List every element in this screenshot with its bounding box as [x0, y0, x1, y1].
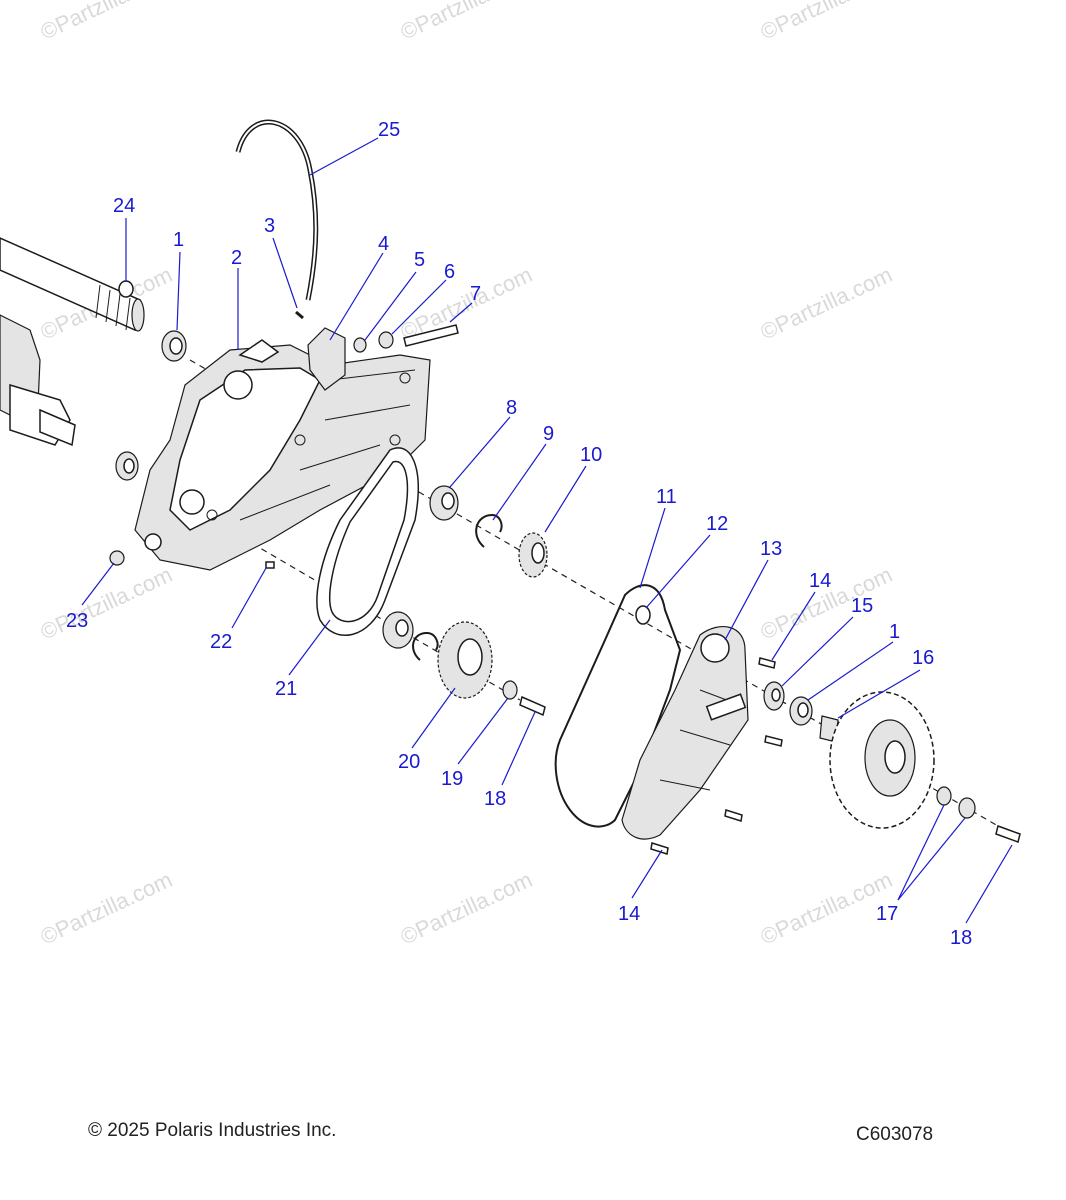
callout-17: 17: [876, 903, 898, 925]
watermark: ©Partzilla.com: [37, 867, 176, 950]
callout-25: 25: [378, 119, 400, 141]
gearcase-housing-part: [134, 339, 431, 571]
bolt-part: [650, 842, 669, 855]
diagram-code: C603078: [856, 1124, 934, 1145]
watermark: ©Partzilla.com: [37, 562, 176, 645]
callout-14: 14: [618, 903, 640, 925]
callout-24: 24: [113, 195, 135, 217]
watermark: ©Partzilla.com: [37, 0, 176, 45]
callout-7: 7: [470, 283, 481, 305]
callout-23: 23: [66, 610, 88, 632]
callout-13: 13: [760, 538, 782, 560]
seal-part: [161, 330, 187, 362]
seal-part: [763, 681, 785, 711]
bolt-part: [764, 735, 783, 747]
washer-part: [958, 797, 976, 819]
callout-labels: 25 24 1 3 2 4 5 6 7 8 9 10 11 12 13 14 1…: [66, 119, 972, 949]
washer-part: [353, 337, 367, 353]
copyright-notice: © 2025 Polaris Industries Inc.: [88, 1120, 337, 1141]
callout-3: 3: [264, 215, 275, 237]
bearing-part: [382, 611, 414, 649]
callout-6: 6: [444, 261, 455, 283]
snap-ring-part: [475, 513, 503, 548]
callout-14: 14: [809, 570, 831, 592]
callout-19: 19: [441, 768, 463, 790]
seal-part: [635, 605, 651, 625]
callout-1: 1: [889, 621, 900, 643]
leader-lines: [81, 137, 1013, 924]
gearcase-cover-part: [621, 626, 749, 840]
nut-part: [109, 550, 125, 566]
snap-ring-part: [412, 631, 439, 661]
callout-20: 20: [398, 751, 420, 773]
callout-21: 21: [275, 678, 297, 700]
drive-belt-inner: [329, 460, 409, 623]
callout-8: 8: [506, 397, 517, 419]
callout-16: 16: [912, 647, 934, 669]
callout-9: 9: [543, 423, 554, 445]
callout-12: 12: [706, 513, 728, 535]
nut-part: [378, 331, 394, 349]
callout-18: 18: [484, 788, 506, 810]
washer-part: [502, 680, 518, 700]
callout-10: 10: [580, 444, 602, 466]
callout-15: 15: [851, 595, 873, 617]
washer-part: [936, 786, 952, 806]
callout-5: 5: [414, 249, 425, 271]
callout-4: 4: [378, 233, 389, 255]
bolt-part: [758, 657, 776, 669]
drive-shaft-part: [0, 237, 145, 447]
watermark: ©Partzilla.com: [757, 262, 896, 345]
seal-part: [789, 696, 813, 726]
bearing-part: [429, 485, 459, 521]
breather-hose-inner: [237, 121, 317, 301]
bolt-part: [519, 695, 546, 717]
dowel-part: [265, 561, 275, 569]
o-ring-part: [118, 280, 134, 298]
pin-part: [295, 310, 304, 320]
watermark: ©Partzilla.com: [757, 0, 896, 45]
tensioner-part: [307, 327, 346, 391]
callout-1: 1: [173, 229, 184, 251]
bolt-part: [995, 825, 1021, 843]
watermark: ©Partzilla.com: [397, 867, 536, 950]
bolt-part: [403, 324, 459, 347]
callout-22: 22: [210, 631, 232, 653]
brake-disc-part: [829, 691, 935, 829]
seal-part: [115, 451, 139, 481]
watermark: ©Partzilla.com: [397, 262, 536, 345]
callout-11: 11: [656, 486, 677, 508]
gear-part: [518, 532, 548, 578]
callout-18: 18: [950, 927, 972, 949]
large-gear-part: [437, 621, 493, 699]
watermark: ©Partzilla.com: [397, 0, 536, 45]
callout-2: 2: [231, 247, 242, 269]
cover-gasket-part: [554, 584, 682, 828]
bolt-part: [724, 809, 743, 822]
